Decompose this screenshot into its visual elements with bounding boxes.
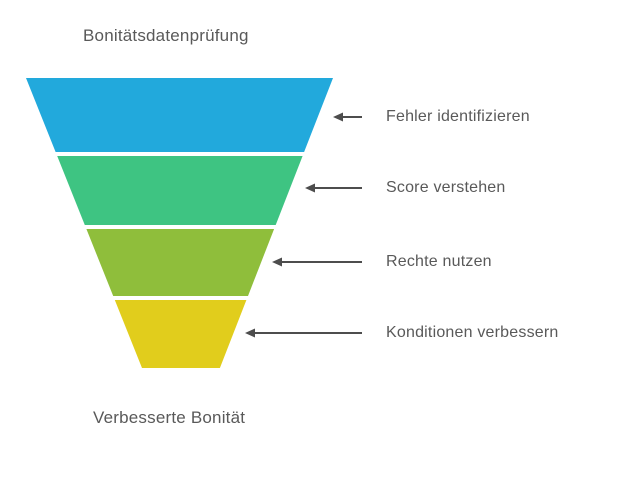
arrow-head-icon: [245, 328, 255, 338]
stage-label-fehler-identifizieren: Fehler identifizieren: [386, 108, 530, 125]
stage-label-konditionen-verbessern: Konditionen verbessern: [386, 324, 559, 341]
funnel-segment-4: [114, 300, 247, 368]
funnel-segment-3: [86, 229, 275, 296]
diagram-title: Bonitätsdatenprüfung: [83, 26, 249, 45]
arrow-head-icon: [305, 183, 315, 193]
stage-label-rechte-nutzen: Rechte nutzen: [386, 253, 492, 270]
diagram-footer: Verbesserte Bonität: [93, 408, 246, 427]
arrow-head-icon: [333, 112, 343, 122]
stage-label-score-verstehen: Score verstehen: [386, 179, 506, 196]
arrow-head-icon: [272, 257, 282, 267]
funnel-segment-1: [26, 78, 333, 152]
funnel-segment-2: [57, 156, 303, 225]
